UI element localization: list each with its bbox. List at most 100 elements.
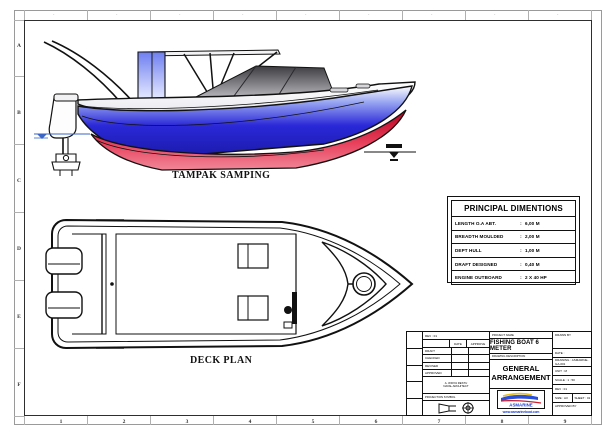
side-strip-cell [407,399,422,415]
dimension-separator: : [520,275,522,281]
revision-row-approve [469,348,489,354]
approved-by-label: APPROVED BY [555,404,577,408]
revision-row-approve [469,363,489,369]
drawing-title-label: DRAWING DESCRIPTION [490,354,552,361]
zone-row-b: B [17,110,21,116]
dimension-value: 1,00 M [525,247,540,253]
metadata-sheet-row: SIZE : A3 SHEET : 01 [553,394,591,403]
table-row: BREADTH MOULDED : 2,00 M [451,230,576,245]
drawn-by-header: DRAWN BY [553,332,591,349]
title-block-side-strip [407,332,423,415]
company-logo: ASMARINE [497,390,545,409]
drawing-title-column: PROJECT NAME FISHING BOAT 6 METER DRAWIN… [490,332,553,415]
revision-subcol-date: DATE [450,340,467,347]
revision-row-date [452,362,469,369]
dimension-value: 2,00 M [525,234,540,240]
metadata-revision: REV : 01 [553,385,591,394]
sheet-outer-frame [14,10,602,425]
revision-row-approve [469,370,489,376]
title-block: REV : 01 DATE APPROVE DRAFT CHECKED [406,331,592,416]
table-row: APPROVED [423,369,489,376]
dimension-label: ENGINE OUTBOARD [455,275,502,281]
dimension-label: DEPT HULL [455,247,482,253]
principal-dimensions-table: PRINCIPAL DIMENTIONS LENGTH O.A ABT. : 6… [447,196,580,285]
table-row: DRAFT [423,348,489,356]
zone-col-4: 4 [248,419,252,425]
zone-row-f: F [17,382,21,388]
revision-row-date [452,369,469,376]
revision-header: REV : 01 [423,332,489,340]
side-strip-cell [407,349,422,366]
table-row: LENGTH O.A ABT. : 6,00 M [451,217,576,231]
table-row: DEPT HULL : 1,00 M [451,244,576,258]
revision-subheader: DATE APPROVE [423,340,489,348]
drawing-title-line2: ARRANGEMENT [491,373,551,383]
zone-row-a: A [17,43,21,49]
drawing-title-line1: GENERAL [502,364,540,374]
drawing-title: GENERAL ARRANGEMENT [490,360,552,389]
table-row: CHECKED [423,355,489,363]
dimension-value: 0,40 M [525,261,540,267]
deck-plan-caption: DECK PLAN [190,355,253,366]
table-row: DRAFT DESIGNED : 0,40 M [451,257,576,272]
revision-row-date [452,348,469,355]
zone-col-7: 7 [437,419,441,425]
zone-row-e: E [17,314,21,320]
revision-row-label: REVISED [423,362,452,369]
zone-col-3: 3 [185,419,189,425]
projection-symbol-block: PROJECTION SYMBOL [423,394,489,415]
dimension-label: LENGTH O.A ABT. [455,220,496,226]
revision-row-label: CHECKED [423,355,452,362]
revision-row-label: APPROVED [423,369,452,376]
zone-row-d: D [17,246,21,252]
table-row: ENGINE OUTBOARD : 2 X 40 HP [451,271,576,285]
projection-symbol-icon [423,401,489,415]
project-name: FISHING BOAT 6 METER [490,339,552,354]
side-strip-cell [407,366,422,383]
metadata-unit: UNIT : M [553,367,591,376]
principal-dimensions-title: PRINCIPAL DIMENTIONS [451,200,576,217]
revision-column: REV : 01 DATE APPROVE DRAFT CHECKED [423,332,490,415]
zone-row-c: C [17,178,21,184]
deck-plan-drawing [45,218,414,350]
zone-col-8: 8 [500,419,504,425]
projection-symbol-label: PROJECTION SYMBOL [423,394,489,401]
metadata-sheet: SHEET : 01 [571,394,592,402]
sheet-inner-frame [24,20,592,416]
zone-col-2: 2 [122,419,126,425]
metadata-scale: SCALE : 1 : 50 [553,376,591,385]
table-row: REVISED [423,362,489,370]
metadata-size: SIZE : A3 [555,396,568,400]
side-view-caption: TAMPAK SAMPING [172,170,271,181]
revision-subcol-blank [423,340,450,347]
owner-note: A. WIDYA RESTU NAVAL ARCHITECT [423,377,489,394]
drawing-metadata-column: DRAWN BY DATE : DRAWING : ASMARINE-GA-00… [553,332,591,415]
svg-text:ASMARINE: ASMARINE [509,403,532,408]
revision-row-date [452,355,469,362]
revision-table: REV : 01 DATE APPROVE DRAFT CHECKED [423,332,489,377]
side-view-drawing [34,40,416,176]
dimension-separator: : [520,234,522,240]
zone-col-9: 9 [563,419,567,425]
project-name-label: PROJECT NAME [490,332,552,339]
owner-note-line1: A. WIDYA RESTU [444,380,468,385]
zone-col-5: 5 [311,419,315,425]
side-strip-cell [407,332,422,349]
zone-col-1: 1 [59,419,63,425]
dimension-separator: : [520,247,522,253]
dimension-label: BREADTH MOULDED [455,234,504,240]
zone-col-6: 6 [374,419,378,425]
revision-row-label: DRAFT [423,348,452,355]
company-website[interactable]: www.asmarineboat.com [502,410,540,414]
dimension-value: 2 X 40 HP [525,275,547,281]
owner-note-line2: NAVAL ARCHITECT [443,384,469,388]
company-logo-cell: ASMARINE www.asmarineboat.com [490,389,552,415]
dimension-value: 6,00 M [525,220,540,226]
dimension-separator: : [520,261,522,267]
revision-subcol-approve: APPROVE [470,341,486,346]
dimension-separator: : [520,220,522,226]
metadata-drawing-number: DRAWING : ASMARINE-GA-001 [553,358,591,367]
revision-row-approve [469,355,489,361]
side-strip-cell [407,382,422,400]
